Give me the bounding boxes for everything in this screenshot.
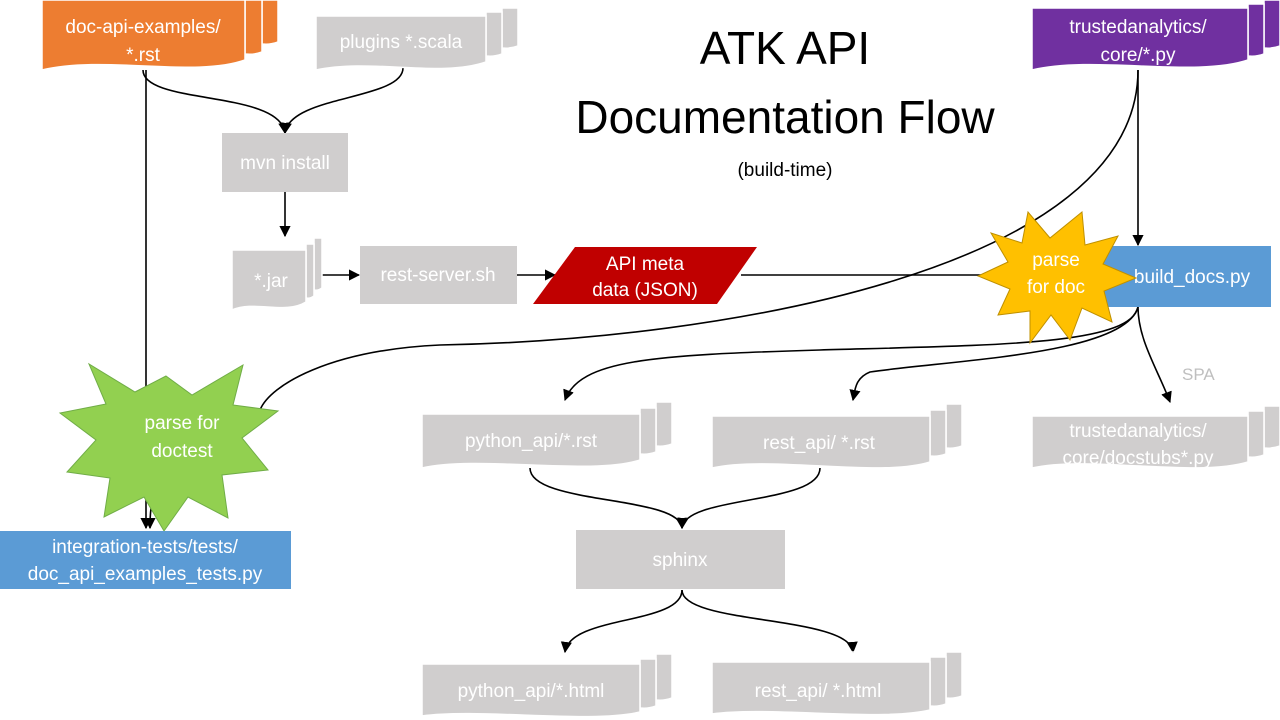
node-jar: *.jar xyxy=(231,237,323,312)
node-parse-for-doc-line-2: for doc xyxy=(1027,277,1085,298)
connector-doc-examples-to-mvn xyxy=(142,69,290,135)
node-core-py-line-2: core/*.py xyxy=(1101,45,1176,66)
node-parse-for-doc-line-1: parse xyxy=(1032,250,1080,271)
node-rest-api-html-label: rest_api/ *.html xyxy=(755,681,882,702)
node-parse-for-doctest-line-1: parse for xyxy=(145,413,221,434)
node-mvn-install-label: mvn install xyxy=(240,153,330,174)
connector-build-docs-to-python-rst xyxy=(563,306,1139,402)
node-sphinx-label: sphinx xyxy=(653,550,708,571)
node-rest-api-rst: rest_api/ *.rst xyxy=(711,403,963,469)
node-core-py-line-1: trustedanalytics/ xyxy=(1069,17,1207,38)
node-docstubs-line-1: trustedanalytics/ xyxy=(1069,421,1207,442)
node-api-meta-line-2: data (JSON) xyxy=(592,280,698,301)
node-trustedanalytics-core-py: trustedanalytics/ core/*.py xyxy=(1031,0,1280,71)
title-line-1: ATK API xyxy=(700,22,870,74)
node-rest-server: rest-server.sh xyxy=(360,246,517,304)
node-plugins-scala: plugins *.scala xyxy=(315,7,519,71)
title-subtitle: (build-time) xyxy=(737,160,832,181)
node-api-meta-line-1: API meta xyxy=(606,254,685,275)
connector-sphinx-to-rest-html xyxy=(681,589,858,654)
connector-core-py-to-doctest xyxy=(259,69,1139,411)
node-rest-api-html: rest_api/ *.html xyxy=(711,651,963,716)
node-doc-api-examples: doc-api-examples/ *.rst xyxy=(41,0,279,71)
node-build-docs-label: build_docs.py xyxy=(1134,267,1251,288)
node-api-meta-data: API meta data (JSON) xyxy=(533,247,757,304)
node-python-api-html: python_api/*.html xyxy=(421,653,673,718)
connector-sphinx-to-python-html xyxy=(560,589,683,654)
node-rest-server-label: rest-server.sh xyxy=(380,265,495,286)
node-python-api-html-label: python_api/*.html xyxy=(458,681,605,702)
node-parse-for-doctest: parse for doctest xyxy=(58,362,280,532)
label-spa: SPA xyxy=(1182,365,1215,384)
node-rest-api-rst-label: rest_api/ *.rst xyxy=(763,433,876,454)
node-jar-label: *.jar xyxy=(254,271,288,292)
node-integration-tests-line-1: integration-tests/tests/ xyxy=(52,537,239,558)
node-integration-tests-line-2: doc_api_examples_tests.py xyxy=(28,564,263,585)
connector-python-rst-to-sphinx xyxy=(529,467,687,530)
node-doc-api-examples-line-1: doc-api-examples/ xyxy=(65,17,221,38)
node-mvn-install: mvn install xyxy=(222,133,348,192)
connectors xyxy=(140,67,1172,654)
node-parse-for-doc: parse for doc xyxy=(976,210,1138,345)
connector-build-docs-to-rest-rst xyxy=(849,306,1139,402)
connector-build-docs-to-docstubs xyxy=(1137,306,1172,404)
node-plugins-scala-label: plugins *.scala xyxy=(340,32,463,53)
node-doc-api-examples-line-2: *.rst xyxy=(126,45,161,66)
connector-rest-rst-to-sphinx xyxy=(677,467,821,530)
title-line-2: Documentation Flow xyxy=(575,91,995,143)
node-python-api-rst-label: python_api/*.rst xyxy=(465,431,598,452)
connector-plugins-to-mvn xyxy=(280,67,404,135)
node-python-api-rst: python_api/*.rst xyxy=(421,401,673,469)
node-sphinx: sphinx xyxy=(576,530,785,589)
node-parse-for-doctest-line-2: doctest xyxy=(151,441,213,462)
node-docstubs: trustedanalytics/ core/docstubs*.py xyxy=(1031,405,1280,469)
node-integration-tests: integration-tests/tests/ doc_api_example… xyxy=(0,531,291,589)
node-docstubs-line-2: core/docstubs*.py xyxy=(1062,448,1214,469)
